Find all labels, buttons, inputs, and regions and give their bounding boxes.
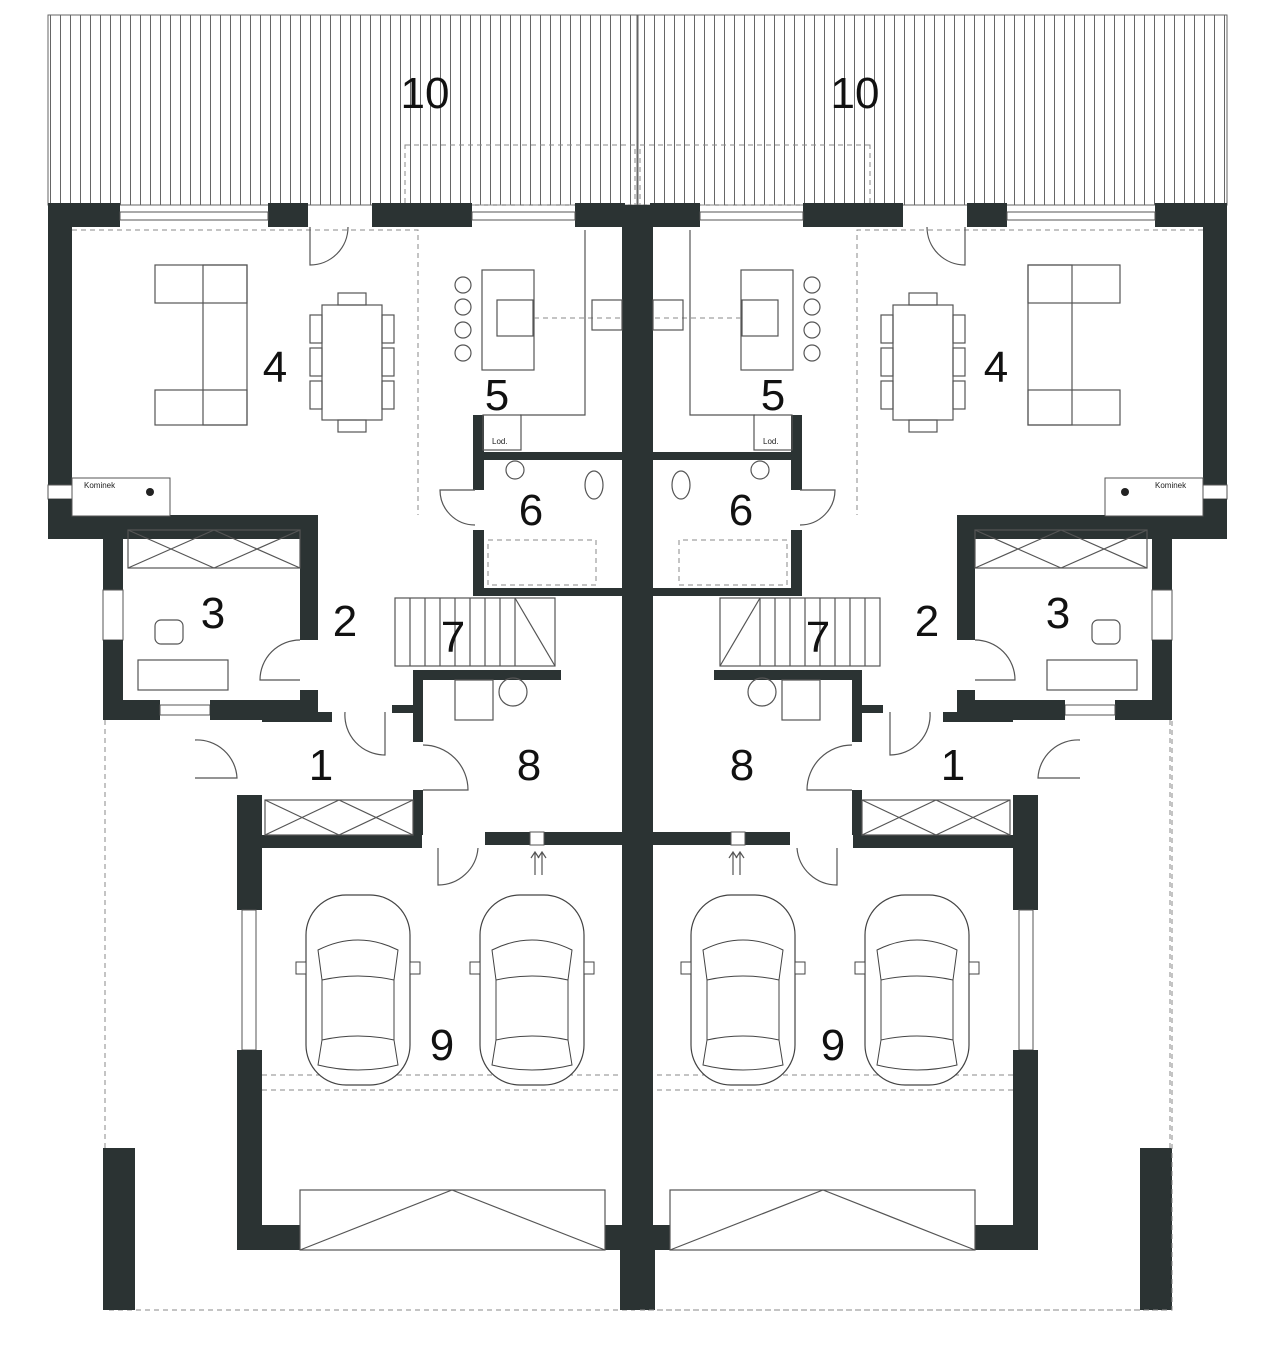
room-label-garage-right: 9: [821, 1021, 845, 1070]
room-label-kitchen-left: 5: [485, 371, 509, 420]
left-unit: [48, 15, 655, 1310]
room-label-wc-right: 6: [729, 486, 753, 535]
fridge-label-right: Lod.: [763, 437, 779, 446]
room-label-living-right: 4: [984, 343, 1008, 392]
room-label-entrance-right: 1: [941, 741, 965, 790]
room-label-wc-left: 6: [519, 486, 543, 535]
fridge-label-left: Lod.: [492, 437, 508, 446]
room-label-stairs-left: 7: [441, 613, 465, 662]
room-label-terrace-right: 10: [831, 69, 880, 118]
room-label-garage-left: 9: [430, 1021, 454, 1070]
room-label-utility-left: 8: [517, 741, 541, 790]
room-label-utility-right: 8: [730, 741, 754, 790]
room-label-living-left: 4: [263, 343, 287, 392]
room-label-stairs-right: 7: [806, 613, 830, 662]
room-label-hall-left: 2: [333, 597, 357, 646]
right-unit: [620, 15, 1227, 1310]
room-label-kitchen-right: 5: [761, 371, 785, 420]
fireplace-label-right: Kominek: [1155, 481, 1187, 490]
fireplace-label-left: Kominek: [84, 481, 116, 490]
room-label-terrace-left: 10: [401, 69, 450, 118]
room-label-entrance-left: 1: [309, 741, 333, 790]
room-label-office-right: 3: [1046, 589, 1070, 638]
room-label-office-left: 3: [201, 589, 225, 638]
room-label-hall-right: 2: [915, 597, 939, 646]
